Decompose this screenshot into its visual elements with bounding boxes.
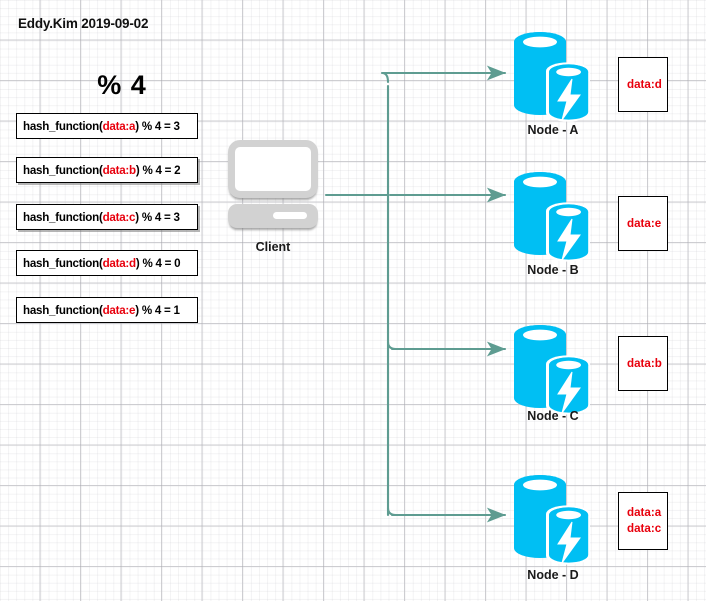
hash-prefix: hash_function( [23,256,103,270]
client-label: Client [255,240,291,254]
database-icon [514,475,590,565]
database-icon [514,172,590,262]
database-icon [514,325,590,415]
branch-corner-d [386,506,398,517]
hash-key: data:a [102,119,136,133]
hash-prefix: hash_function( [23,210,103,224]
node-a-icon [508,25,600,123]
node-a-label: Node - A [527,123,579,137]
trackpad-icon [273,212,307,219]
hash-rule-box-e: hash_function(data:e) % 4 = 1 [16,297,198,323]
node-d-label: Node - D [527,568,579,582]
hash-key: data:c [102,210,136,224]
computer-screen-icon [228,140,318,198]
hash-prefix: hash_function( [23,163,103,177]
node-c-label: Node - C [527,409,579,423]
branch-corner-c [386,340,398,351]
branch-corner-a [380,71,390,84]
author-date-note: Eddy.Kim 2019-09-02 [18,16,149,31]
hash-suffix: ) % 4 = 0 [135,256,181,270]
hash-rule-box-a: hash_function(data:a) % 4 = 3 [16,113,198,139]
hash-rule-box-d: hash_function(data:d) % 4 = 0 [16,250,198,276]
data-entry: data:d [627,77,662,91]
computer-keyboard-icon [228,204,318,228]
hash-suffix: ) % 4 = 1 [135,303,180,317]
data-entry: data:b [627,356,662,370]
hash-suffix: ) % 4 = 2 [135,163,181,177]
node-a-data-box: data:d [618,57,668,112]
modulo-title: % 4 [97,70,147,100]
hash-key: data:e [102,303,136,317]
hash-key: data:d [102,256,137,270]
hash-suffix: ) % 4 = 3 [135,210,180,224]
hash-prefix: hash_function( [23,119,103,133]
hash-rule-box-b: hash_function(data:b) % 4 = 2 [16,157,198,183]
client-icon [228,140,318,228]
node-c-data-box: data:b [618,336,668,391]
hash-rule-box-c: hash_function(data:c) % 4 = 3 [16,204,198,230]
data-entry: data:a [627,506,662,520]
node-b-label: Node - B [527,263,579,277]
data-entry: data:c [627,522,662,535]
hash-prefix: hash_function( [23,303,103,317]
hash-suffix: ) % 4 = 3 [135,119,180,133]
node-b-data-box: data:e [618,196,668,251]
node-d-data-box: data:a data:c [618,492,668,550]
hash-key: data:b [102,163,137,177]
data-entry: data:e [627,216,662,230]
database-icon [514,32,590,122]
node-d-icon [508,468,600,566]
node-c-icon [508,318,600,416]
node-b-icon [508,165,600,263]
